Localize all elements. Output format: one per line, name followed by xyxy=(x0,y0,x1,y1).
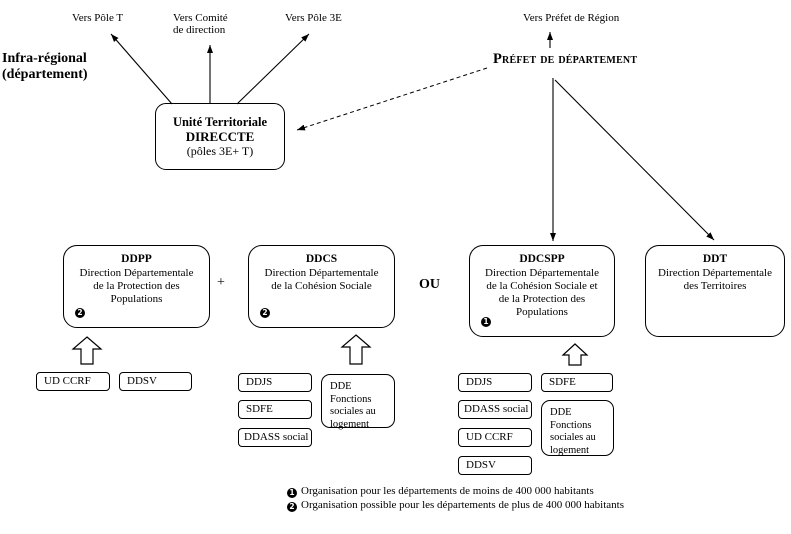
ddt-box: DDT Direction Départementale des Territo… xyxy=(645,245,785,337)
ddcs-box: DDCS Direction Départementale de la Cohé… xyxy=(248,245,395,328)
ddpp-source-ddsv: DDSV xyxy=(119,372,192,391)
unite-territoriale-box: Unité Territoriale DIRECCTE (pôles 3E+ T… xyxy=(155,103,285,170)
ou-operator: OU xyxy=(419,277,440,292)
dde-line: logement xyxy=(330,418,370,430)
label-vers-comite-line1: Vers Comité xyxy=(173,12,228,24)
ddcs-note-marker: 2 xyxy=(260,308,270,318)
ddpp-line: Direction Départementale xyxy=(79,267,194,279)
dde-line: Fonctions xyxy=(330,393,372,405)
ut-poles: (pôles 3E+ T) xyxy=(186,144,254,158)
dde-line: sociales au xyxy=(330,406,376,417)
footnote-2-text: Organisation possible pour les départeme… xyxy=(301,499,625,511)
ddcspp-source-ddsv: DDSV xyxy=(458,456,532,475)
ddcspp-line: Populations xyxy=(516,306,568,318)
block-arrow-to-ddcspp xyxy=(561,343,589,366)
footnote-2-marker: 2 xyxy=(287,502,297,512)
ddcspp-source-sdfe: SDFE xyxy=(541,373,613,392)
footnote-1-marker: 1 xyxy=(287,488,297,498)
ddpp-acronym: DDPP xyxy=(121,253,152,265)
ddpp-line: Populations xyxy=(110,293,163,305)
ddpp-line: de la Protection des xyxy=(93,280,180,292)
ddcs-source-sdfe: SDFE xyxy=(238,400,312,419)
ddcs-line: Direction Départementale xyxy=(264,267,379,279)
dde-line: sociales au xyxy=(550,432,596,443)
ddt-acronym: DDT xyxy=(702,253,728,265)
dde-line: DDE xyxy=(330,381,352,392)
ddcspp-box: DDCSPP Direction Départementale de la Co… xyxy=(469,245,615,337)
ddcspp-source-ddass: DDASS social xyxy=(458,400,532,419)
ddcspp-source-ud-ccrf: UD CCRF xyxy=(458,428,532,447)
ddcs-source-ddass: DDASS social xyxy=(238,428,312,447)
ddcspp-source-dde: DDE Fonctions sociales au logement xyxy=(541,400,614,456)
scope-label: Infra-régional (département) xyxy=(2,51,88,83)
dde-line: logement xyxy=(550,444,590,456)
footnote-2: 2 Organisation possible pour les départem… xyxy=(287,498,624,512)
arrow-prefet-to-ddt xyxy=(554,79,715,241)
prefet-departement-label: Préfet de département xyxy=(493,51,638,67)
label-vers-prefet-region: Vers Préfet de Région xyxy=(523,12,620,24)
ddcs-source-ddjs: DDJS xyxy=(238,373,312,392)
ddcspp-note-marker: 1 xyxy=(481,317,491,327)
scope-label-line2: (département) xyxy=(2,67,88,82)
dde-line: DDE xyxy=(550,407,572,418)
dashed-arrow-prefet-to-ut xyxy=(296,67,488,131)
ddcspp-acronym: DDCSPP xyxy=(519,253,565,265)
ddcspp-line: de la Protection des xyxy=(498,293,586,305)
footnote-1: 1 Organisation pour les départements de m… xyxy=(287,484,594,498)
ddcspp-line: de la Cohésion Sociale et xyxy=(486,280,598,292)
ut-title: Unité Territoriale xyxy=(172,115,268,129)
ddcspp-source-ddjs: DDJS xyxy=(458,373,532,392)
ddt-line: des Territoires xyxy=(683,280,747,292)
label-vers-comite-line2: de direction xyxy=(173,24,226,36)
ddpp-note-marker: 2 xyxy=(75,308,85,318)
label-vers-pole-3e: Vers Pôle 3E xyxy=(285,12,342,24)
ddcs-source-dde: DDE Fonctions sociales au logement xyxy=(321,374,395,430)
ddcs-line: de la Cohésion Sociale xyxy=(271,280,372,292)
ddt-line: Direction Départementale xyxy=(658,267,772,279)
ddpp-source-ud-ccrf: UD CCRF xyxy=(36,372,110,391)
arrow-ut-to-pole-3e xyxy=(236,33,310,105)
ddpp-box: DDPP Direction Départementale de la Prot… xyxy=(63,245,210,328)
label-vers-comite: Vers Comité de direction xyxy=(173,13,228,36)
footnote-1-text: Organisation pour les départements de mo… xyxy=(301,485,594,497)
ut-direccte: DIRECCTE xyxy=(185,129,255,144)
ddcspp-line: Direction Départementale xyxy=(485,267,599,279)
label-vers-pole-t: Vers Pôle T xyxy=(72,12,124,24)
block-arrow-to-ddpp xyxy=(71,336,103,365)
plus-operator: + xyxy=(217,275,225,290)
block-arrow-to-ddcs xyxy=(340,334,372,365)
ddcs-acronym: DDCS xyxy=(305,253,338,265)
arrow-ut-to-pole-t xyxy=(110,33,173,105)
dde-line: Fonctions xyxy=(550,419,592,431)
scope-label-line1: Infra-régional xyxy=(2,51,87,66)
